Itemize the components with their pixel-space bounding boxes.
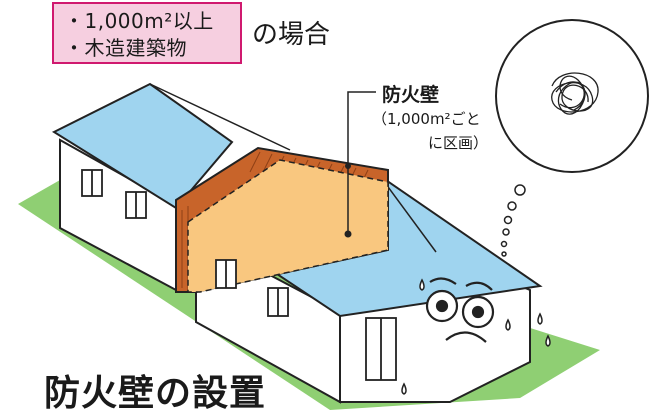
roof-ridge-line — [149, 83, 291, 151]
front-windows — [81, 169, 289, 317]
firewall-label: 防火壁 — [382, 84, 440, 106]
thought-bubble-icon — [495, 19, 649, 173]
firewall-leader-dot — [344, 230, 352, 238]
firewall-leader-line — [347, 91, 376, 234]
roof-ridge-line-2 — [379, 175, 437, 253]
condition-structure: ・木造建築物 — [64, 36, 187, 60]
firewall-note-line1: （1,000m²ごと — [372, 110, 481, 128]
firewall-note-line2: に区画） — [428, 134, 489, 152]
condition-area: ・1,000m²以上 — [64, 9, 214, 33]
thought-bubble-trail — [500, 184, 526, 257]
worried-face-icon — [425, 277, 495, 343]
firewall-wall-face — [187, 159, 389, 293]
tangled-scribble-icon — [551, 72, 599, 115]
gable-door — [365, 317, 397, 381]
condition-box: ・1,000m²以上 ・木造建築物 — [52, 2, 242, 64]
roof-left — [51, 82, 234, 210]
sweat-drop-icon — [401, 278, 551, 395]
condition-suffix: の場合 — [252, 20, 331, 50]
page-title: 防火壁の設置 — [44, 373, 267, 414]
firewall-leader-dot-top — [345, 163, 351, 169]
